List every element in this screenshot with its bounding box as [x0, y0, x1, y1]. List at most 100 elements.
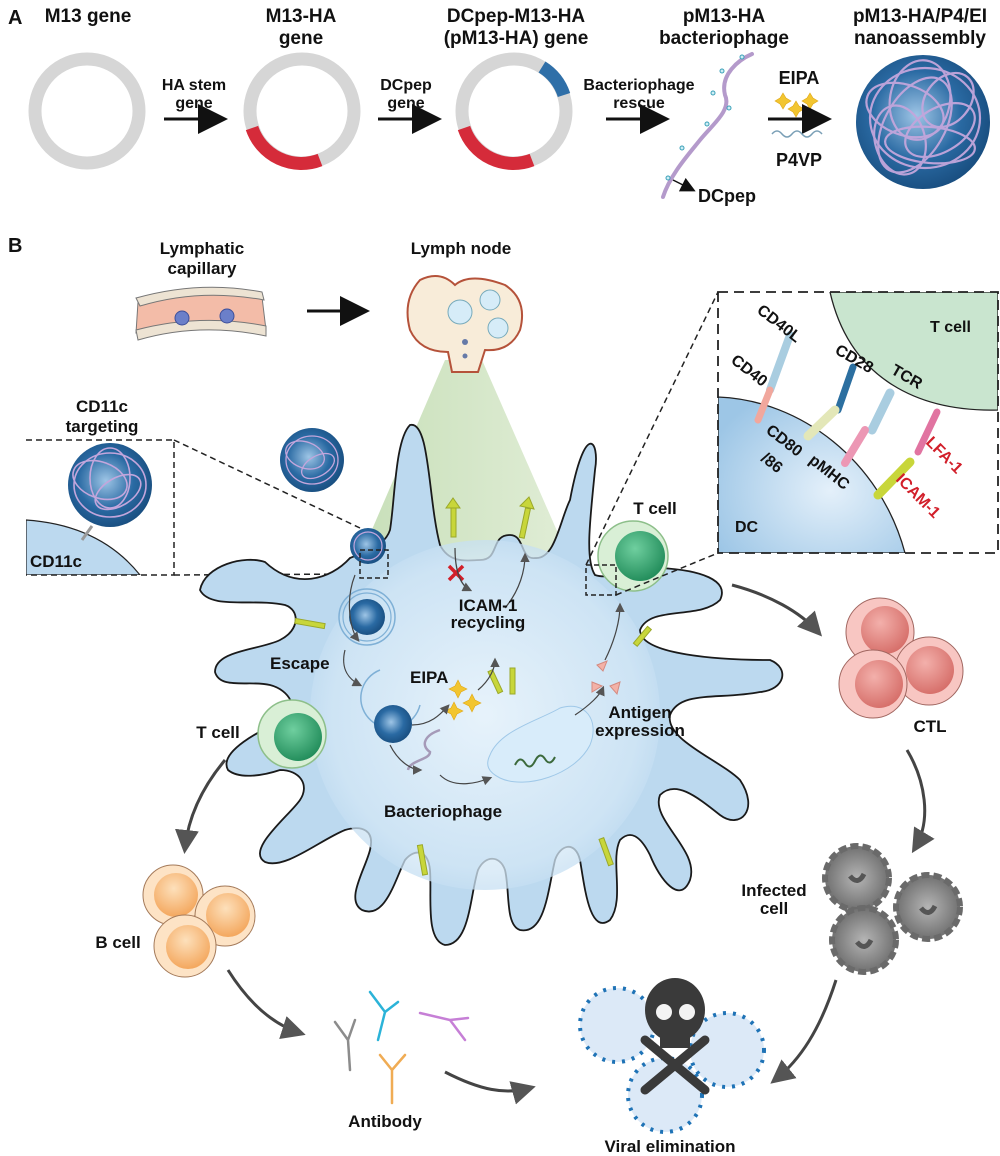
dcpep-m13-ha-title-2: (pM13-HA) gene: [444, 28, 589, 49]
cd40l-receptor-icon: [766, 331, 794, 394]
inset-dc-label: DC: [735, 519, 759, 536]
escape-label: Escape: [270, 654, 330, 673]
arrow-tcell-to-ctl-icon: [731, 583, 823, 637]
dc-cytoplasm-zone: [310, 540, 660, 890]
immune-synapse-inset: T cell DC CD40L CD40 CD28 TCR CD80 /86 p…: [717, 291, 999, 554]
dendritic-cell: [199, 424, 784, 946]
infected-cell-label-2: cell: [760, 899, 788, 918]
p4vp-polymer-icon: [771, 130, 823, 138]
icam1-receptor-icon: [873, 457, 915, 500]
arrow-ha-stem-label-2: gene: [175, 95, 212, 112]
cd40-receptor-icon: [754, 386, 774, 424]
zoom-box-icon: [585, 564, 617, 596]
icam1-label: ICAM-1: [892, 471, 943, 522]
arrow-ha-stem: HA stem gene: [162, 77, 228, 134]
m13-ha-title-1: M13-HA: [266, 6, 337, 27]
arrow-ctl-to-infected-icon: [905, 749, 935, 854]
b-cell-label: B cell: [95, 933, 140, 952]
b-cells-icon: [142, 864, 256, 978]
nanoassembly-bound-icon: [350, 528, 386, 564]
t-cell-left-label: T cell: [196, 723, 239, 742]
arrow-dcpep-label-1: DCpep: [380, 77, 432, 94]
nano-title-2: nanoassembly: [854, 28, 986, 49]
bacteriophage-filament-icon: [661, 52, 754, 199]
arrow-bacteriophage-rescue: Bacteriophage rescue: [583, 77, 695, 134]
cd40-label: CD40: [728, 352, 771, 391]
lymphatic-capillary-title-2: capillary: [168, 259, 238, 278]
t-cell-membrane-icon: [829, 292, 998, 411]
arrow-rescue-label-2: rescue: [613, 95, 665, 112]
arrow-eipa-p4vp: EIPA P4VP: [768, 68, 832, 170]
icam-recycling-label-2: recycling: [451, 613, 526, 632]
antigen-expression-label-2: expression: [595, 721, 685, 740]
phage-title-1: pM13-HA: [683, 6, 766, 27]
plasmid-m13-icon: [28, 52, 146, 170]
dcpep-dots-icon: [665, 54, 745, 181]
dc-membrane-icon: [26, 519, 141, 575]
icam-recycling-label-1: ICAM-1: [459, 596, 518, 615]
arrow-rescue-label-1: Bacteriophage: [583, 77, 694, 94]
cd40l-label: CD40L: [754, 302, 805, 347]
dcpep-pointer-label: DCpep: [698, 186, 756, 206]
ha-segment-icon: [457, 125, 535, 170]
dcpep-m13-ha-title-1: DCpep-M13-HA: [447, 6, 586, 27]
arrow-ha-stem-label-1: HA stem: [162, 77, 226, 94]
process-arrows: [343, 547, 625, 786]
lfa1-receptor-icon: [914, 408, 941, 456]
eipa-label: EIPA: [410, 668, 448, 687]
zoom-line-icon: [585, 291, 719, 566]
lymphatic-capillary-icon: [135, 286, 267, 341]
t-cell-top-icon: [597, 520, 669, 592]
arrow-dcpep-label-2: gene: [387, 95, 424, 112]
icam1-markers-icon: [294, 496, 653, 876]
step-m13-gene: M13 gene: [28, 6, 146, 170]
m13-gene-title: M13 gene: [45, 6, 132, 27]
zoom-line-icon: [615, 552, 719, 596]
cd80-receptor-icon: [803, 405, 840, 441]
lymph-node-title: Lymph node: [411, 239, 511, 258]
lymphatic-capillary-title-1: Lymphatic: [160, 239, 244, 258]
zoom-line-icon: [173, 439, 361, 529]
antigen-expression-label-1: Antigen: [608, 703, 671, 722]
dcpep-segment-icon: [538, 61, 571, 98]
arrow-antibody-to-virus-icon: [444, 1070, 536, 1105]
pmhc-receptor-icon: [841, 426, 869, 467]
pointer-arrow-icon: [672, 177, 696, 192]
ctl-cells-icon: [838, 597, 964, 719]
dc-membrane-icon: [718, 396, 906, 553]
step-m13-ha-gene: M13-HA gene: [243, 6, 361, 170]
antibodies-icon: [333, 990, 470, 1105]
cd11c-receptor-icon: [80, 525, 94, 541]
zoom-box-icon: [359, 549, 389, 579]
nanoassembly-icon: [856, 55, 990, 189]
viral-elimination-icon: [578, 978, 766, 1134]
infected-cell-label-1: Infected: [741, 881, 806, 900]
eipa-label: EIPA: [779, 68, 820, 88]
endosome-icon: [338, 588, 396, 646]
tcr-receptor-icon: [867, 388, 895, 435]
ctl-label: CTL: [913, 717, 946, 736]
nanoassembly-icon: [68, 443, 152, 527]
ribosome-antigen-icon: [487, 705, 594, 783]
viral-elimination-label: Viral elimination: [604, 1137, 735, 1156]
arrow-dcpep-gene: DCpep gene: [378, 77, 442, 134]
nanoassembly-free-icon: [280, 428, 344, 492]
bacteriophage-label: Bacteriophage: [384, 802, 502, 821]
lfa1-label: LFA-1: [922, 434, 966, 478]
bacteriophage-icon: [406, 728, 441, 771]
cd28-receptor-icon: [834, 363, 857, 414]
nano-title-1: pM13-HA/P4/EI: [853, 6, 987, 27]
cd11c-targeting-title-1: CD11c: [76, 397, 128, 416]
arrow-tcell-to-bcell-icon: [174, 759, 227, 854]
cd11c-label: CD11c: [30, 552, 82, 571]
step-dcpep-m13-ha-gene: DCpep-M13-HA (pM13-HA) gene: [444, 6, 589, 170]
eipa-sparkles-icon: [774, 92, 819, 118]
ha-segment-icon: [245, 125, 323, 170]
panel-b-letter: B: [8, 235, 22, 257]
arrow-bcell-to-antibody-icon: [226, 969, 306, 1039]
t-cell-top-label: T cell: [633, 499, 676, 518]
escaped-endosome-icon: [360, 669, 421, 743]
step-nanoassembly: pM13-HA/P4/EI nanoassembly: [853, 6, 990, 189]
infected-cells-icon: [822, 843, 963, 975]
